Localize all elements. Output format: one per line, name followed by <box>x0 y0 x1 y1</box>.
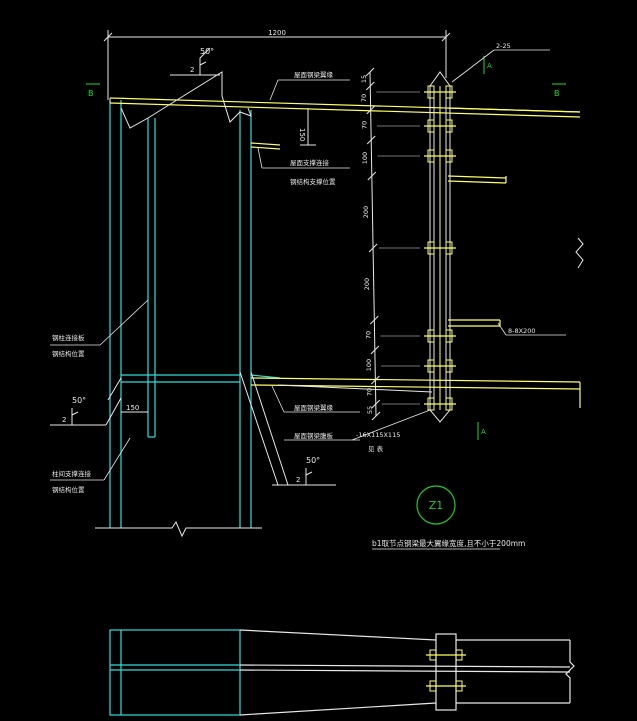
top-beam-gusset <box>109 71 252 129</box>
dim-spacing-text: 70 <box>361 121 369 129</box>
bolt <box>381 397 456 411</box>
dim-tick <box>369 315 379 325</box>
weld-angle-mid: 50° <box>72 396 86 405</box>
label-left-low-1: 柱间支撑连接 <box>52 469 92 478</box>
leaders <box>50 49 566 481</box>
weld-symbol-top <box>170 47 220 76</box>
label-top-beam: 屋面钢梁翼缘 <box>294 70 334 79</box>
right-column <box>239 110 252 528</box>
bottom-beam-lines <box>107 371 433 486</box>
bolt <box>378 241 456 255</box>
dim-spacing-text: 15 <box>360 75 368 83</box>
dim-tick <box>371 399 381 409</box>
column-break <box>95 520 262 538</box>
label-bolts: 2-25 <box>496 42 511 50</box>
dim-tick <box>365 81 375 91</box>
section-mark-bottom-a: A <box>477 422 486 440</box>
plan-view <box>109 629 575 716</box>
dim-spacing-text: 70 <box>364 331 372 339</box>
label-stiffener-plate: 8-8X200 <box>508 327 535 335</box>
section-mark-left-text: B <box>88 89 94 98</box>
bolt <box>376 85 456 99</box>
dim-tick <box>365 67 375 77</box>
z1-note: b1取节点钢梁最大翼缘宽度,且不小于200mm <box>372 538 525 548</box>
dim-tick <box>366 135 376 145</box>
z1-callout-id: Z1 <box>429 499 444 512</box>
label-flange-brace-1: 屋面支撑连接 <box>290 158 330 167</box>
section-mark-top-a-text: A <box>487 62 492 70</box>
label-left-low-2: 钢结构位置 <box>52 485 85 494</box>
dim-tick <box>367 171 377 181</box>
dim-tick <box>370 345 380 355</box>
label-bottom-beam-2: 屋面钢梁腹板 <box>294 431 334 440</box>
weld-symbol-mid <box>50 397 122 426</box>
label-left-col-2: 钢结构位置 <box>52 349 85 358</box>
top-dim-text: 1200 <box>268 29 286 37</box>
section-mark-top-a: A <box>483 56 492 74</box>
label-end-plate-sub: 见 表 <box>368 444 384 453</box>
section-mark-left: B <box>86 83 100 98</box>
dim-spacing-text: 100 <box>361 152 369 164</box>
bolt <box>377 149 456 163</box>
top-beam <box>109 97 581 118</box>
plan-bolt <box>426 649 466 661</box>
left-column <box>109 100 156 528</box>
bolt-group <box>376 85 456 411</box>
plan-bolt <box>426 680 466 692</box>
dim-spacing-text: 70 <box>360 94 368 102</box>
z1-callout: Z1 <box>416 485 456 525</box>
weld-symbol-bottom <box>272 468 336 486</box>
dim-150-lower-text: 150 <box>126 404 139 412</box>
annotations: 屋面钢梁翼缘 2-25 屋面支撑连接 钢结构支撑位置 钢柱连接板 钢结构位置 柱… <box>52 42 535 494</box>
weld-angle-top: 50° <box>200 47 214 56</box>
top-dimension <box>103 30 451 100</box>
dim-spacing-text: 55 <box>366 406 374 414</box>
dim-tick <box>371 411 381 421</box>
label-bottom-beam: 屋面钢梁翼缘 <box>294 403 334 412</box>
weld-size-mid: 2 <box>62 416 66 424</box>
plan-bolt-group <box>426 649 466 692</box>
section-mark-right: B <box>552 83 566 98</box>
brace-stub-right <box>250 142 281 150</box>
right-break <box>575 237 584 269</box>
dim-tick <box>368 243 378 253</box>
label-flange-brace-2: 钢结构支撑位置 <box>290 177 336 186</box>
dim-spacing-text: 100 <box>365 359 373 371</box>
label-end-plate: -16X115X115 <box>356 431 400 439</box>
bolt <box>380 359 456 373</box>
vertical-dim-chain: 15 70 70 100 200 200 70 100 70 55 <box>360 67 381 421</box>
bottom-beam <box>250 377 581 408</box>
weld-size-top: 2 <box>190 66 194 74</box>
dim-tick <box>366 105 376 115</box>
dim-spacing-text: 70 <box>365 388 373 396</box>
dim-150-upper-text: 150 <box>298 128 306 141</box>
dim-150-upper <box>300 108 316 146</box>
end-plate <box>429 71 451 423</box>
weld-angle-bottom: 50° <box>306 456 320 465</box>
label-left-col-1: 钢柱连接板 <box>52 333 85 342</box>
right-beam <box>447 107 581 327</box>
bolt <box>380 329 456 343</box>
column-crossbar <box>121 374 281 383</box>
section-mark-right-text: B <box>554 89 560 98</box>
vertical-dim-line <box>369 71 377 417</box>
dim-spacing-text: 200 <box>363 278 371 290</box>
dim-spacing-text: 200 <box>362 206 370 218</box>
bolt <box>376 119 456 133</box>
weld-size-bottom: 2 <box>296 476 300 484</box>
section-mark-bottom-a-text: A <box>481 428 486 436</box>
dim-tick <box>371 375 380 385</box>
